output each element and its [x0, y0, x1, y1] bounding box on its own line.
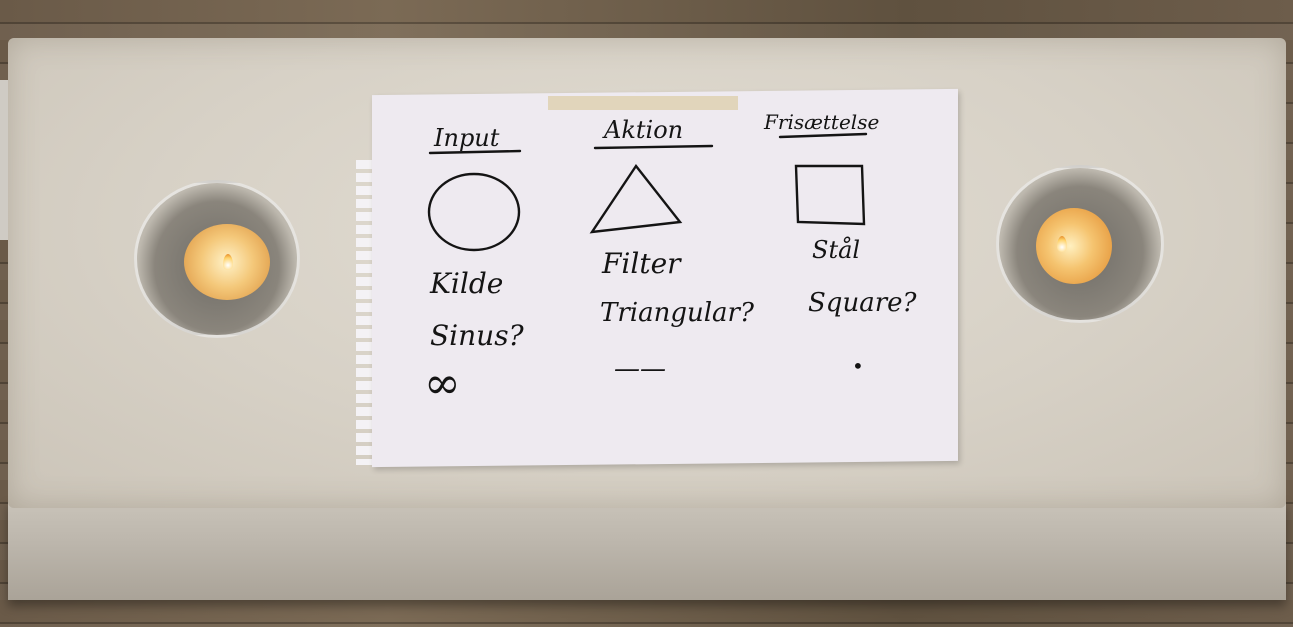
label-triangular: Triangular? — [600, 300, 754, 326]
label-square: Square? — [808, 290, 916, 316]
heading-input: Input — [434, 126, 499, 150]
square-shape — [796, 166, 864, 224]
heading-frisaettelse: Frisættelse — [764, 112, 879, 132]
label-filter: Filter — [602, 250, 681, 278]
heading-aktion: Aktion — [604, 118, 683, 142]
triangle-shape — [592, 166, 680, 232]
flat-line-symbol: —— — [614, 356, 666, 382]
label-sinus: Sinus? — [430, 322, 524, 350]
underline-aktion — [595, 146, 712, 148]
label-kilde: Kilde — [430, 270, 503, 298]
underline-frisaettelse — [780, 134, 866, 137]
circle-shape — [429, 174, 519, 250]
label-staal: Stål — [812, 238, 860, 262]
dot-symbol: • — [852, 356, 864, 376]
infinity-symbol: ∞ — [424, 362, 461, 406]
